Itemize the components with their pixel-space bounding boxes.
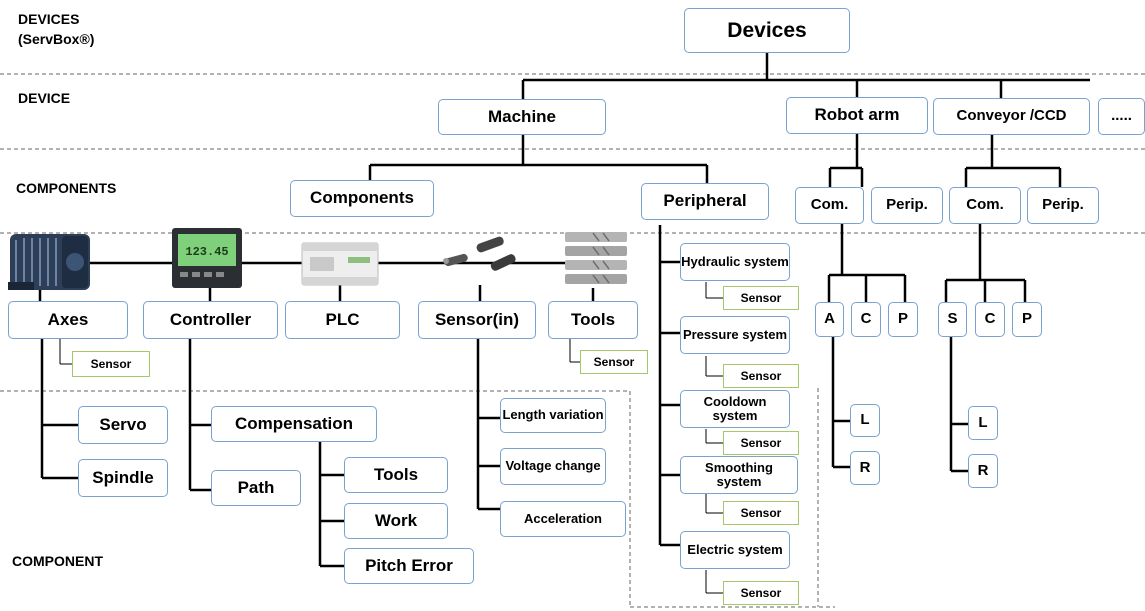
- node-conveyor-c: C: [975, 302, 1005, 337]
- controller-image: 123.45: [172, 228, 242, 288]
- node-robot-a: A: [815, 302, 844, 337]
- node-path: Path: [211, 470, 301, 506]
- sensor-box-smoothing: Sensor: [723, 501, 799, 525]
- plc-image: [301, 242, 379, 286]
- node-conveyor-s: S: [938, 302, 967, 337]
- node-peripheral: Peripheral: [641, 183, 769, 220]
- node-acceleration: Acceleration: [500, 501, 626, 537]
- level-label-devices: DEVICES: [18, 11, 80, 27]
- sensor-box-electric: Sensor: [723, 581, 799, 605]
- tools-image: [565, 232, 627, 284]
- node-controller: Controller: [143, 301, 278, 339]
- node-electric-system: Electric system: [680, 531, 790, 569]
- node-robot-l: L: [850, 404, 880, 437]
- sensor-box-axes: Sensor: [72, 351, 150, 377]
- node-plc: PLC: [285, 301, 400, 339]
- node-cooldown-system: Cooldown system: [680, 390, 790, 428]
- sensor-image: [443, 236, 516, 271]
- node-pressure-system: Pressure system: [680, 316, 790, 354]
- node-tools: Tools: [548, 301, 638, 339]
- node-pitch-error: Pitch Error: [344, 548, 474, 584]
- node-smoothing-system: Smoothing system: [680, 456, 798, 494]
- node-devices: Devices: [684, 8, 850, 53]
- node-more: .....: [1098, 98, 1145, 135]
- node-robot-arm: Robot arm: [786, 97, 928, 134]
- node-spindle: Spindle: [78, 459, 168, 497]
- node-conveyor-com: Com.: [949, 187, 1021, 224]
- sensor-box-tools: Sensor: [580, 350, 648, 374]
- sensor-box-cooldown: Sensor: [723, 431, 799, 455]
- node-length-variation: Length variation: [500, 398, 606, 433]
- node-conveyor-ccd: Conveyor /CCD: [933, 98, 1090, 135]
- sensor-box-pressure: Sensor: [723, 364, 799, 388]
- level-label-device: DEVICE: [18, 90, 71, 106]
- node-conveyor-r: R: [968, 454, 998, 488]
- node-voltage-change: Voltage change: [500, 448, 606, 485]
- node-conveyor-p: P: [1012, 302, 1042, 337]
- node-hydraulic-system: Hydraulic system: [680, 243, 790, 281]
- node-work: Work: [344, 503, 448, 539]
- level-label-servbox: (ServBox®): [18, 31, 95, 47]
- node-axes: Axes: [8, 301, 128, 339]
- node-robot-perip: Perip.: [871, 187, 943, 224]
- node-robot-r: R: [850, 451, 880, 485]
- node-conveyor-l: L: [968, 406, 998, 440]
- lcd-readout: 123.45: [185, 245, 228, 259]
- level-label-components: COMPONENTS: [16, 180, 117, 196]
- node-sensor-in: Sensor(in): [418, 301, 536, 339]
- sensor-box-hydraulic: Sensor: [723, 286, 799, 310]
- level-label-component: COMPONENT: [12, 553, 103, 569]
- node-compensation: Compensation: [211, 406, 377, 442]
- node-components: Components: [290, 180, 434, 217]
- level-separators: [0, 73, 1145, 608]
- node-robot-c: C: [851, 302, 881, 337]
- node-servo: Servo: [78, 406, 168, 444]
- node-conveyor-perip: Perip.: [1027, 187, 1099, 224]
- node-machine: Machine: [438, 99, 606, 135]
- node-robot-p: P: [888, 302, 918, 337]
- node-compensation-tools: Tools: [344, 457, 448, 493]
- node-robot-com: Com.: [795, 187, 864, 224]
- motor-image: [8, 234, 90, 290]
